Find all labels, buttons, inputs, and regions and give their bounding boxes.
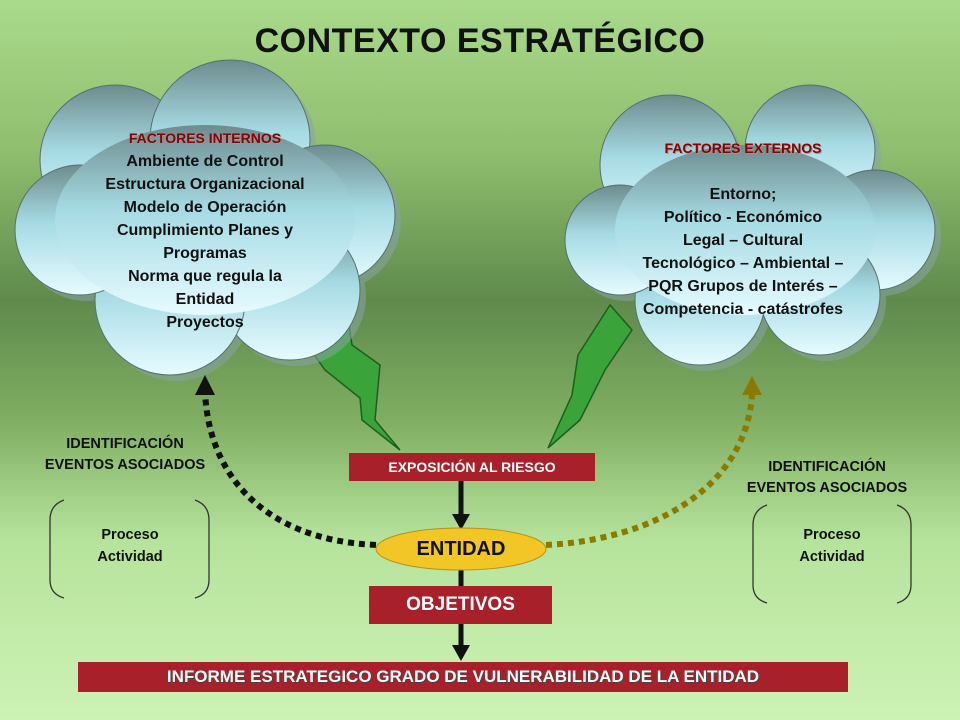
internal-factors-text: FACTORES INTERNOS Ambiente de Control Es… [60, 127, 350, 334]
internal-factor-item: Estructura Organizacional [105, 176, 305, 193]
right-dotted-arrow [545, 394, 755, 548]
arrowhead-entity [452, 514, 470, 530]
external-factors-text: FACTORES EXTERNOS Entorno; Político - Ec… [603, 137, 883, 321]
left-process-line: Proceso [101, 527, 159, 543]
internal-factors-header: FACTORES INTERNOS [128, 130, 282, 146]
left-identification-line: IDENTIFICACIÓN [66, 436, 184, 452]
left-identification-label: IDENTIFICACIÓN EVENTOS ASOCIADOS [10, 434, 240, 476]
external-factor-item: Entorno; [709, 186, 777, 203]
external-factor-item: Político - Económico [663, 209, 823, 226]
external-factor-item: Legal – Cultural [682, 232, 804, 249]
internal-factor-item: Modelo de Operación [123, 199, 287, 216]
risk-exposure-box: EXPOSICIÓN AL RIESGO [349, 453, 595, 481]
internal-factor-item: Programas [163, 245, 247, 262]
right-identification-line: EVENTOS ASOCIADOS [746, 480, 908, 496]
external-factors-header: FACTORES EXTERNOS [664, 140, 822, 156]
arrowhead-report [452, 645, 470, 661]
right-process-box: Proceso Actividad [757, 524, 907, 568]
right-process-bracket-left [752, 504, 768, 604]
external-factor-item: Competencia - catástrofes [642, 301, 844, 318]
internal-factor-item: Ambiente de Control [126, 153, 284, 170]
internal-factor-item: Cumplimiento Planes y [116, 222, 294, 239]
right-identification-line: IDENTIFICACIÓN [768, 459, 886, 475]
right-dotted-arrowhead [742, 376, 762, 395]
right-process-line: Proceso [803, 527, 861, 543]
page-title: CONTEXTO ESTRATÉGICO [254, 22, 706, 60]
right-lightning-bolt [547, 303, 633, 449]
left-dotted-arrowhead [195, 375, 215, 395]
left-process-box: Proceso Actividad [55, 524, 205, 568]
internal-factor-item: Entidad [175, 291, 235, 308]
right-process-bracket-right [896, 504, 912, 604]
left-process-bracket-left [49, 499, 65, 599]
right-process-line: Actividad [799, 549, 865, 565]
internal-factor-item: Norma que regula la [128, 268, 282, 285]
internal-factor-item: Proyectos [166, 314, 244, 331]
external-factor-item: Tecnológico – Ambiental – [642, 255, 844, 272]
right-identification-label: IDENTIFICACIÓN EVENTOS ASOCIADOS [712, 457, 942, 499]
objectives-box: OBJETIVOS [369, 586, 552, 624]
external-factor-item: PQR Grupos de Interés – [648, 278, 838, 295]
left-process-bracket-right [194, 499, 210, 599]
left-identification-line: EVENTOS ASOCIADOS [44, 457, 206, 473]
left-process-line: Actividad [97, 549, 163, 565]
entity-ellipse [375, 527, 547, 571]
entity-label: ENTIDAD [416, 538, 506, 560]
strategic-report-box: INFORME ESTRATEGICO GRADO DE VULNERABILI… [78, 662, 848, 692]
